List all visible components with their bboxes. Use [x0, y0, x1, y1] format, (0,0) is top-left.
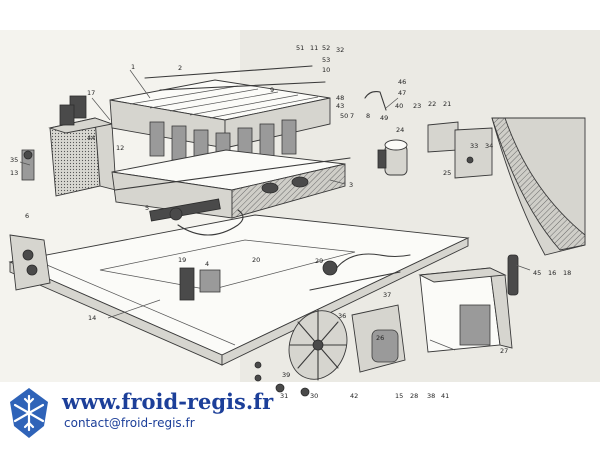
callout: 46 — [398, 78, 406, 86]
callout: 29 — [315, 257, 323, 265]
leader-lines — [19, 69, 531, 351]
callout: 19 — [178, 256, 186, 264]
hose-fitting — [322, 91, 411, 276]
callout: 17 — [87, 89, 95, 97]
callout: 28 — [410, 392, 418, 400]
callout: 33 — [470, 142, 478, 150]
callout: 27 — [500, 347, 508, 355]
callout: 23 — [413, 102, 421, 110]
callout: 51 — [296, 44, 304, 52]
callout: 52 — [322, 44, 330, 52]
switch-part — [21, 149, 35, 181]
callout: 38 — [427, 392, 435, 400]
callout: 39 — [282, 371, 290, 379]
callout: 21 — [443, 100, 451, 108]
callout: 16 — [548, 269, 556, 277]
callout: 7 — [350, 112, 354, 120]
callout: 44 — [87, 134, 95, 142]
callout: 24 — [396, 126, 404, 134]
callout: 25 — [443, 169, 451, 177]
callout: 1 — [131, 63, 135, 71]
callout: 2 — [178, 64, 182, 72]
callout: 10 — [322, 66, 330, 74]
callout: 36 — [338, 312, 346, 320]
callout: 41 — [441, 392, 449, 400]
callout: 35 — [10, 156, 18, 164]
callout: 45 — [533, 269, 541, 277]
callout: 26 — [376, 334, 384, 342]
callout: 14 — [88, 314, 96, 322]
left-bracket — [9, 234, 51, 291]
callout: 43 — [336, 102, 344, 110]
callout: 18 — [563, 269, 571, 277]
callout: 50 — [340, 112, 348, 120]
callout: 5 — [145, 204, 149, 212]
callout-labels: 1 2 3 4 5 6 7 8 9 10 11 12 13 14 15 16 1… — [10, 44, 571, 400]
contact-email[interactable]: contact@froid-regis.fr — [64, 416, 195, 430]
callout: 4 — [205, 260, 209, 268]
callout: 53 — [322, 56, 330, 64]
callout: 49 — [380, 114, 388, 122]
callout: 37 — [383, 291, 391, 299]
callout: 40 — [395, 102, 403, 110]
callout: 6 — [25, 212, 29, 220]
callout: 31 — [280, 392, 288, 400]
website-url[interactable]: www.froid-regis.fr — [62, 389, 274, 414]
callout: 12 — [116, 144, 124, 152]
callout: 3 — [349, 181, 353, 189]
drain-tube — [507, 254, 519, 296]
callout: 48 — [336, 94, 344, 102]
callout: 42 — [350, 392, 358, 400]
condenser-fan — [288, 309, 348, 381]
base-pan — [8, 214, 470, 366]
snowflake-icon — [10, 388, 48, 438]
callout: 11 — [310, 44, 318, 52]
callout: 22 — [428, 100, 436, 108]
callout: 13 — [10, 169, 18, 177]
callout: 20 — [252, 256, 260, 264]
small-bolts — [59, 104, 310, 397]
callout: 34 — [485, 142, 493, 150]
callout: 8 — [366, 112, 370, 120]
callout: 32 — [336, 46, 344, 54]
fan-motor-bracket — [351, 304, 406, 373]
shelf-rail — [309, 271, 401, 291]
callout: 47 — [398, 89, 406, 97]
curved-side-panel — [491, 117, 586, 256]
callout: 9 — [270, 86, 274, 94]
spray-pipe — [149, 198, 244, 236]
callout: 30 — [310, 392, 318, 400]
pump-motor — [377, 139, 408, 176]
upper-right-brackets — [427, 121, 493, 179]
condenser-housing — [418, 267, 513, 353]
callout: 15 — [395, 392, 403, 400]
